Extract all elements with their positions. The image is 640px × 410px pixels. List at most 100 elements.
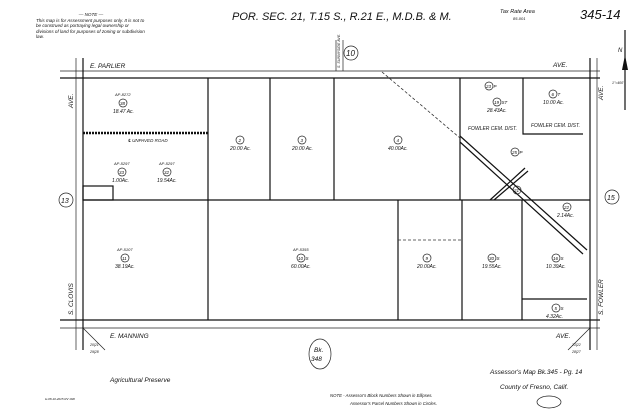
parcel-number-circle [562,202,572,212]
parcel-number: 6 [552,92,555,97]
parcel-number: 10 [298,256,304,261]
revision-label: H-08-10-2015 RV 16R [45,397,76,401]
road-label-e-parlier: E. PARLIER [90,63,126,70]
parcel-suffix: ST [502,100,509,105]
parcel-number-circle [512,185,522,195]
road-label-s-clovis: S. CLOVIS [68,283,75,315]
parcel-number-circle [484,81,494,91]
parcel-number: 5 [555,306,558,311]
parcel-area: 4.32Ac. [546,314,563,320]
parcel-number-circle [422,253,432,263]
parcel-22: 222.14Ac. [556,202,574,219]
parcel-number-circle [492,97,502,107]
parcel-number: 30 [489,256,495,261]
parcel-suffix: S [561,306,564,311]
parcel-area: 40.00Ac. [388,146,408,152]
parcel-9: 9 20.00Ac. [416,253,437,270]
map-title: POR. SEC. 21, T.15 S., R.21 E., M.D.B. &… [232,11,452,23]
parcel-number-circle [510,147,520,157]
parcel-suffix: P [520,150,523,155]
block-13: 13 [58,192,74,208]
footer-note-1: NOTE - Assessor's Block Numbers Shown in… [330,393,433,398]
road-label-s-fowler: S. FOWLER [598,279,605,315]
parcel-ap-number: AP-5297 [158,161,175,166]
parcel-area: 1.00Ac. [112,178,129,184]
parcel-number-circle [548,89,558,99]
svg-text:13: 13 [61,198,69,205]
parcel-number-circle [120,253,130,263]
legend-ellipse [536,395,562,409]
corner-sw-bottom: 29|28 [89,350,99,354]
parcel-number: 19 [494,100,500,105]
parcel-area: 60.00Ac. [291,264,311,270]
tax-rate-label: Tax Rate Area [500,9,535,15]
parcel-area: 19.55Ac. [482,264,502,270]
parcel-number: 23 [485,84,492,89]
parcel-number-circle [162,167,172,177]
footer-note-2: Assessor's Parcel Numbers Shown in Circl… [349,401,437,406]
road-label-sunnyside: S. SUNNYSIDE AVE. [337,34,341,68]
parcel-number: 4 [397,138,400,143]
corner-sw-top: 20|21 [89,343,99,347]
parcel-number-circle [118,98,128,108]
parcel-suffix: T [558,92,562,97]
parcel-suffix: S [497,256,500,261]
parcel-21: 21 [512,185,522,195]
parcel-number-circle [117,167,127,177]
parcel-ap-number: AP-5107 [116,247,133,252]
svg-text:10: 10 [346,49,355,58]
map-number: 345-14 [580,7,620,22]
parcel-2: 220.00 Ac. [229,135,251,152]
parcel-number: 11 [122,256,127,261]
district-label-2: FOWLER CEM. DIST. [468,126,517,132]
block-10: 10 [343,45,359,61]
parcel-number: 3 [301,138,304,143]
parcel-boundaries [82,71,590,320]
parcel-3: 320.00 Ac. [291,135,313,152]
north-arrow-icon: N [618,30,628,110]
map-reference: Assessor's Map Bk.345 - Pg. 14 [489,369,583,376]
parcel-area: 20.00 Ac. [229,146,251,152]
parcel-number-circle [551,303,561,313]
scale-label: 1"=400' [612,81,624,85]
block-348: Bk.348 [308,338,332,370]
tax-rate-value: 85-001 [513,16,525,21]
parcel-number: 16 [553,256,559,261]
ag-preserve-label: Agricultural Preserve [109,377,171,384]
parcel-area: 28.43Ac. [486,108,507,114]
note-title: — NOTE — [78,12,104,17]
disclaimer-note: — NOTE — This map is for Assessment purp… [36,12,146,40]
parcel-number-circle [297,135,307,145]
parcel-area: 20.00Ac. [416,264,437,270]
parcel-ap-number: AP-5297 [113,161,130,166]
svg-text:Bk.: Bk. [314,347,324,354]
parcel-number: 21 [513,188,520,193]
block-15: 15 [604,189,620,205]
parcel-area: 19.54Ac. [157,178,177,184]
parcel-number: 9 [426,256,429,261]
parcel-suffix: S [306,256,309,261]
road-lines [60,40,600,351]
county-label: County of Fresno, Calif. [500,384,568,391]
parcel-area: 18.47 Ac. [113,109,134,115]
parcel-area: 10.39Ac. [546,264,566,270]
district-label-1: FOWLER CEM. DIST. [531,123,580,129]
unpaved-road-label: ℄ UNPAVED ROAD [128,138,168,143]
svg-text:N: N [618,48,623,54]
parcel-4: 4 40.00Ac. [388,135,408,152]
parcel-ap-number: AP-5355 [292,247,309,252]
parcel-ap-number: AP-8272 [114,92,131,97]
parcel-number-circle [487,253,497,263]
corner-se-bottom: 28|27 [571,350,582,354]
parcel-area: 10.00 Ac. [543,100,564,106]
parcel-number-circle [235,135,245,145]
